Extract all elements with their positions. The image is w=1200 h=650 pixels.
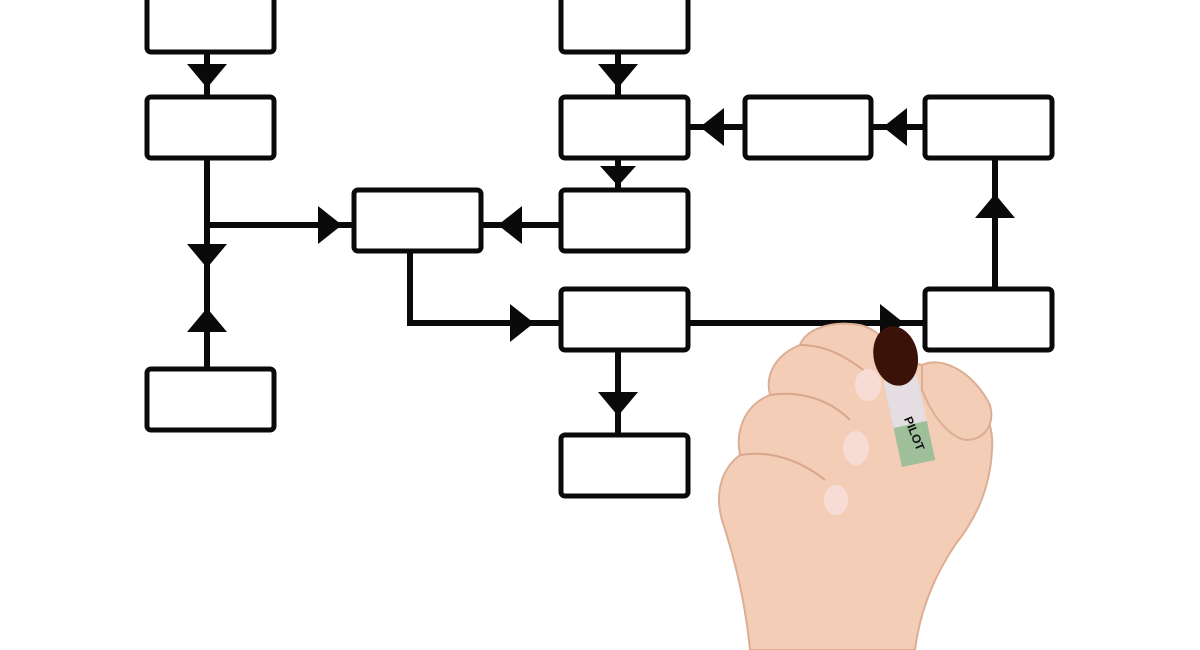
thumb bbox=[921, 361, 993, 442]
arrow-down bbox=[187, 64, 227, 88]
flow-box bbox=[144, 366, 277, 433]
flow-box bbox=[558, 286, 691, 353]
boxes bbox=[144, 0, 1055, 499]
arrow-down bbox=[600, 166, 636, 186]
connector-b3-b9 bbox=[407, 251, 561, 326]
flow-box bbox=[558, 94, 691, 161]
marker-cap bbox=[873, 326, 919, 386]
flow-box bbox=[558, 187, 691, 254]
flow-box bbox=[558, 0, 691, 55]
flow-box bbox=[922, 286, 1055, 353]
flow-box bbox=[144, 94, 277, 161]
flow-box bbox=[351, 187, 484, 254]
hand-with-marker: PILOT bbox=[718, 322, 994, 650]
flow-box bbox=[144, 0, 277, 55]
fingernail bbox=[855, 369, 881, 401]
marker-pen: PILOT bbox=[873, 326, 936, 468]
arrow-left bbox=[700, 108, 724, 146]
arrow-left bbox=[498, 206, 522, 244]
marker-band bbox=[893, 420, 936, 468]
arrow-down bbox=[598, 64, 638, 88]
arrow-up bbox=[187, 308, 227, 332]
hand bbox=[718, 322, 994, 650]
arrow-right bbox=[510, 304, 534, 342]
flow-box bbox=[742, 94, 874, 161]
arrowheads bbox=[187, 64, 1015, 416]
arrow-up bbox=[975, 194, 1015, 218]
fingernail bbox=[843, 431, 869, 465]
arrow-down bbox=[598, 392, 638, 416]
fingernail bbox=[824, 485, 848, 515]
arrow-left bbox=[883, 108, 907, 146]
arrow-right bbox=[318, 206, 342, 244]
arrow-down bbox=[187, 244, 227, 268]
flow-box bbox=[922, 94, 1055, 161]
flow-box bbox=[558, 432, 691, 499]
